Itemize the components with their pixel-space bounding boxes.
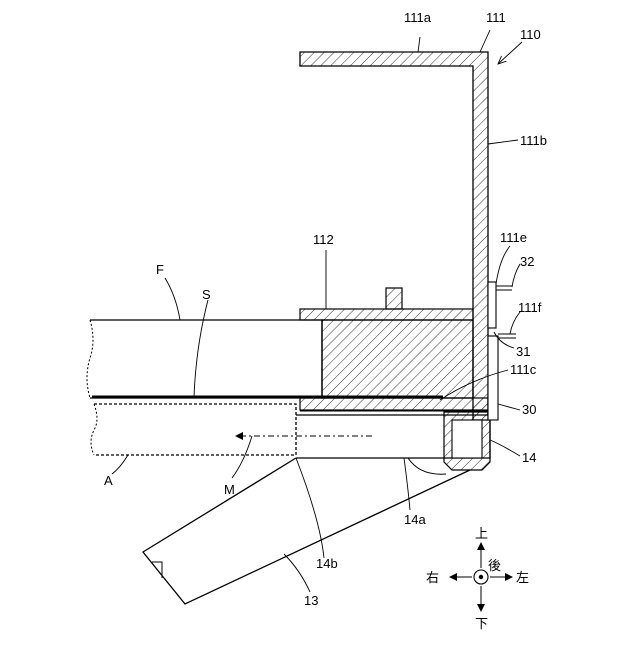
label-14a: 14a	[404, 512, 426, 527]
leader-111f	[510, 312, 520, 334]
block-112-knob	[386, 288, 402, 309]
frame-14-tube-hole	[452, 420, 482, 458]
label-112: 112	[313, 232, 334, 247]
block-112-plate	[300, 309, 473, 320]
leader-111e	[496, 246, 510, 284]
leader-111	[480, 30, 490, 52]
leader-111a	[418, 37, 420, 52]
member-13	[143, 458, 470, 604]
dir-back-label: 後	[488, 559, 501, 574]
label-S: S	[202, 287, 211, 302]
member-F-break	[87, 320, 93, 398]
label-111: 111	[486, 10, 506, 25]
dir-left-label: 左	[516, 571, 529, 586]
leader-30	[498, 404, 520, 410]
leader-S	[194, 300, 208, 397]
label-13: 13	[304, 593, 318, 608]
label-A: A	[104, 473, 113, 488]
member-F	[90, 320, 322, 398]
block-112	[322, 320, 473, 398]
leader-M	[232, 436, 252, 478]
label-31: 31	[516, 344, 530, 359]
leader-110	[498, 42, 522, 64]
member-A	[94, 404, 296, 455]
label-14b: 14b	[316, 556, 338, 571]
label-111f: 111f	[518, 300, 542, 315]
dir-right-label: 右	[426, 571, 439, 586]
dir-up-label: 上	[475, 527, 488, 542]
weld-14a	[408, 458, 446, 474]
label-111e: 111e	[500, 230, 527, 245]
leader-32	[512, 264, 520, 287]
label-F: F	[156, 262, 164, 277]
label-30: 30	[522, 402, 536, 417]
direction-indicator: 上 下 右 左 後	[426, 527, 529, 632]
plate-30	[488, 336, 498, 420]
leader-F	[165, 278, 180, 320]
leader-14a	[404, 458, 410, 510]
label-111b: 111b	[520, 133, 547, 148]
leader-14b	[296, 458, 324, 558]
leader-111b	[488, 140, 518, 144]
leader-14	[490, 440, 520, 456]
leader-13	[284, 554, 310, 592]
plate-31	[488, 282, 496, 328]
label-110: 110	[520, 27, 541, 42]
label-111a: 111a	[404, 10, 432, 25]
dir-down-label: 下	[475, 617, 488, 632]
plate-111c	[300, 398, 488, 410]
member-A-break	[91, 404, 97, 455]
label-14: 14	[522, 450, 536, 465]
label-32: 32	[520, 254, 534, 269]
label-M: M	[224, 482, 235, 497]
leader-A	[112, 455, 128, 474]
label-111c: 111c	[510, 362, 537, 377]
